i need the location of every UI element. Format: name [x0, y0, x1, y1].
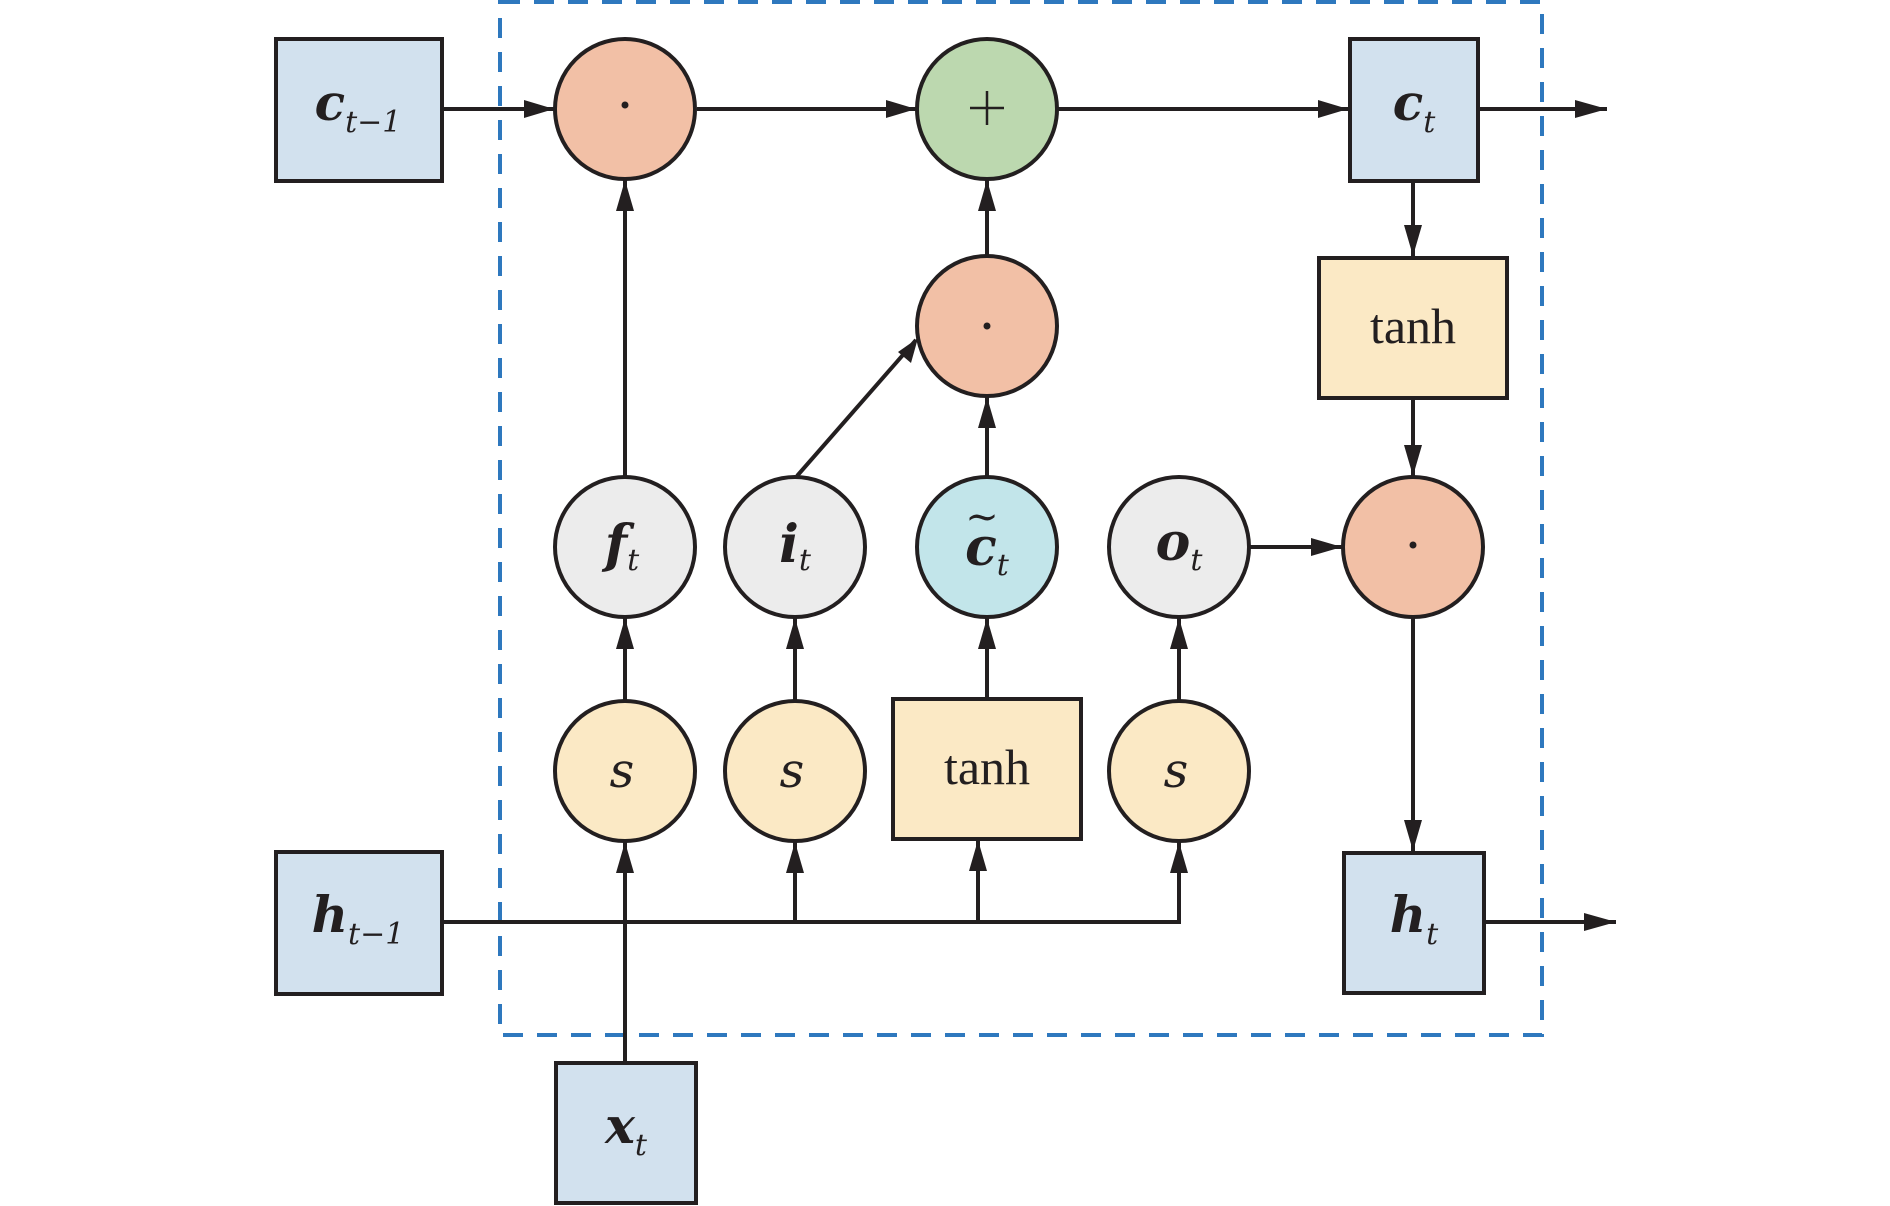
svg-text:ot: ot	[1156, 512, 1204, 578]
arrowhead	[616, 618, 634, 649]
node-input-multiply	[915, 254, 1059, 398]
svg-text:it: it	[779, 514, 812, 578]
arrowhead	[1404, 445, 1422, 476]
c-prev-sub: t−1	[345, 105, 401, 140]
tilde-accent: ~	[965, 494, 999, 540]
c-t-var: c	[1393, 73, 1423, 132]
node-candidate: ~ ct	[915, 475, 1059, 619]
arrowhead	[969, 840, 987, 871]
arrowhead	[1584, 913, 1616, 931]
node-tanh-cell: tanh	[1317, 256, 1509, 400]
x-t-sub: t	[635, 1128, 648, 1163]
node-h-prev: ht−1	[274, 850, 444, 996]
node-h-t: ht	[1342, 851, 1486, 995]
arrowhead	[786, 842, 804, 873]
node-sigma-input: s	[723, 699, 867, 843]
node-forget-multiply	[553, 37, 697, 181]
multiply-dot-icon	[983, 322, 991, 330]
svg-text:ct−1: ct−1	[315, 73, 402, 140]
svg-text:xt: xt	[604, 1096, 648, 1163]
sigma-input-label: s	[780, 743, 805, 799]
h-t-sub: t	[1426, 917, 1439, 952]
h-t-var: h	[1390, 885, 1426, 944]
node-tanh-candidate: tanh	[891, 697, 1083, 841]
sigma-output-label: s	[1164, 743, 1189, 799]
arrowhead	[1311, 538, 1342, 556]
arrowhead	[1170, 842, 1188, 873]
h-prev-sub: t−1	[348, 917, 404, 952]
arrowhead	[898, 338, 918, 363]
node-add	[915, 37, 1059, 181]
sigma-forget-label: s	[610, 743, 635, 799]
multiply-dot-icon	[1409, 541, 1417, 549]
multiply-dot-icon	[621, 101, 629, 109]
node-input-gate: it	[723, 475, 867, 619]
plus-icon	[970, 91, 1004, 125]
arrowhead	[978, 180, 996, 211]
input-gate-var: i	[779, 514, 799, 575]
arrowhead	[886, 100, 916, 118]
arrowheads	[524, 100, 1616, 931]
arrowhead	[1318, 100, 1348, 118]
arrowhead	[978, 397, 996, 428]
svg-text:ht: ht	[1390, 885, 1439, 952]
c-prev-var: c	[315, 73, 345, 132]
node-sigma-forget: s	[553, 699, 697, 843]
candidate-var: c	[965, 517, 997, 578]
cell-boundary	[498, 0, 1544, 1037]
node-forget-gate: ft	[553, 475, 697, 619]
output-gate-sub: t	[1190, 543, 1203, 578]
node-x-t: xt	[554, 1061, 698, 1205]
svg-text:ht−1: ht−1	[312, 885, 405, 952]
output-gate-var: o	[1156, 512, 1191, 573]
svg-text:ct: ct	[965, 517, 1010, 583]
arrowhead	[1575, 100, 1607, 118]
tanh-candidate-label: tanh	[944, 739, 1030, 795]
arrowhead	[1170, 618, 1188, 649]
arrowhead	[1404, 225, 1422, 256]
node-output-multiply	[1341, 475, 1485, 619]
edge-hprev-bus	[442, 842, 1181, 924]
node-c-prev: ct−1	[274, 37, 444, 183]
input-gate-sub: t	[799, 543, 812, 578]
h-prev-var: h	[312, 885, 348, 944]
node-sigma-output: s	[1107, 699, 1251, 843]
node-c-t: ct	[1348, 37, 1480, 183]
arrowhead	[1404, 820, 1422, 851]
tanh-cell-label: tanh	[1370, 298, 1456, 354]
arrowhead	[616, 180, 634, 211]
node-output-gate: ot	[1107, 475, 1251, 619]
arrowhead	[616, 842, 634, 873]
c-t-sub: t	[1423, 105, 1436, 140]
arrowhead	[786, 618, 804, 649]
arrowhead	[524, 100, 554, 118]
x-t-var: x	[604, 1096, 636, 1155]
edge-it-to-input-mult	[795, 338, 918, 478]
svg-text:ct: ct	[1393, 73, 1436, 140]
candidate-sub: t	[997, 548, 1010, 583]
arrowhead	[978, 618, 996, 649]
forget-gate-sub: t	[627, 543, 640, 578]
